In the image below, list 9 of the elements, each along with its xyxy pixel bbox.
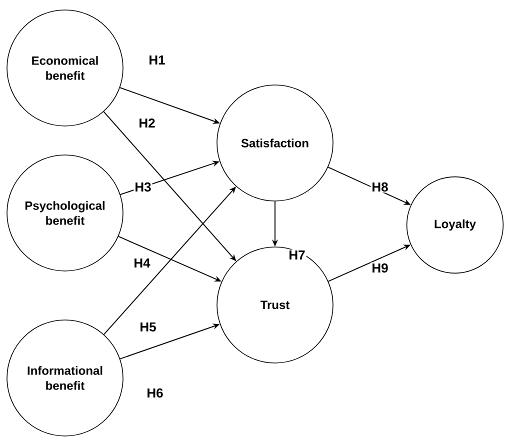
edge-label: H2: [138, 117, 156, 129]
edge-label: H8: [370, 181, 390, 193]
edge-label: H5: [138, 321, 158, 333]
edge-label: H9: [370, 262, 390, 274]
edge-label: H7: [288, 250, 306, 260]
edge-label: H3: [134, 181, 152, 193]
edge-label: H6: [146, 387, 164, 399]
edge-label: H1: [148, 54, 166, 66]
edge-label: H4: [132, 258, 152, 268]
